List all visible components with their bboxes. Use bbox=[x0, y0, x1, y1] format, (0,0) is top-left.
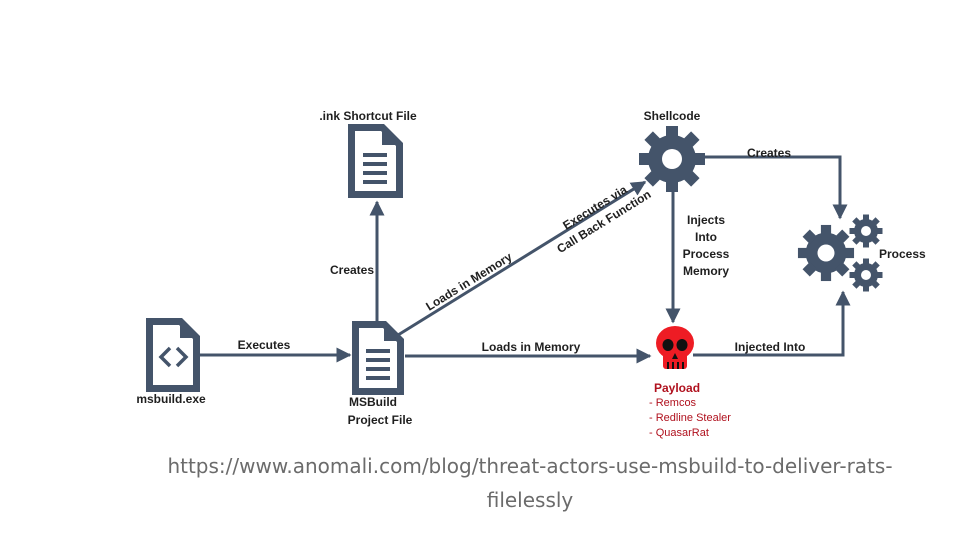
edge-label-creates-process: Creates bbox=[747, 146, 791, 160]
project-file-label-line1: MSBuild bbox=[349, 395, 397, 409]
edge-label-injects-line: Memory bbox=[683, 264, 729, 278]
process-label: Process bbox=[879, 247, 926, 261]
edge-label-loads-in-memory-payload: Loads in Memory bbox=[482, 340, 581, 354]
payload-item: - Redline Stealer bbox=[649, 412, 731, 424]
skull-icon bbox=[656, 326, 694, 369]
payload-title: Payload bbox=[654, 381, 700, 395]
source-url-line1: https://www.anomali.com/blog/threat-acto… bbox=[167, 454, 893, 478]
lnk-file-label: .ink Shortcut File bbox=[319, 109, 417, 123]
edge-loads-in-memory-shellcode bbox=[397, 180, 647, 337]
code-file-icon bbox=[146, 318, 200, 392]
edge-label-injects-line: Process bbox=[683, 247, 730, 261]
edge-label-executes: Executes bbox=[238, 338, 291, 352]
payload-item: - Remcos bbox=[649, 397, 697, 409]
payload-item: - QuasarRat bbox=[649, 427, 709, 439]
edge-label-injects-line: Into bbox=[695, 230, 717, 244]
edge-label-creates-lnk: Creates bbox=[330, 263, 374, 277]
msbuild-exe-label: msbuild.exe bbox=[136, 392, 206, 406]
gears-icon bbox=[797, 214, 883, 292]
connectors bbox=[200, 155, 851, 364]
edge-label-injects-line: Injects bbox=[687, 213, 725, 227]
edge-label-loads-in-memory-diag: Loads in Memory bbox=[423, 249, 515, 313]
edge-label-injected-into: Injected Into bbox=[735, 340, 806, 354]
shellcode-label: Shellcode bbox=[644, 109, 701, 123]
gear-icon bbox=[639, 126, 705, 192]
edge-injected-into bbox=[693, 290, 851, 357]
document-icon bbox=[348, 124, 403, 198]
edge-creates-process bbox=[705, 155, 848, 220]
document-icon bbox=[352, 321, 404, 395]
project-file-label-line2: Project File bbox=[348, 413, 413, 427]
source-url-line2: filelessly bbox=[486, 488, 574, 512]
